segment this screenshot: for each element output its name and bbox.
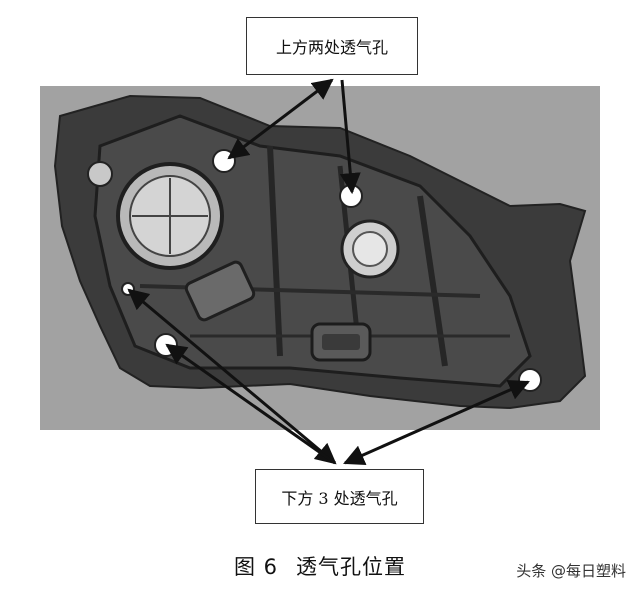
small-socket [87, 161, 113, 187]
figure-number: 图 6 [233, 555, 279, 579]
headlamp-housing-image [40, 86, 600, 430]
callout-bottom-vents: 下方 3 处透气孔 [255, 469, 424, 524]
callout-bottom-label: 下方 3 处透气孔 [281, 488, 398, 508]
callout-top-vents: 上方两处透气孔 [246, 17, 418, 75]
watermark: 头条 @每日塑料 [516, 562, 626, 580]
callout-top-label: 上方两处透气孔 [275, 38, 388, 57]
vent-hole-bottom-2 [154, 333, 178, 357]
housing-rib [417, 195, 448, 367]
vent-hole-top-2 [339, 184, 363, 208]
vent-hole-bottom-1 [121, 282, 135, 296]
figure-title: 透气孔位置 [296, 555, 407, 579]
vent-hole-bottom-3 [518, 368, 542, 392]
vent-hole-top-1 [212, 149, 236, 173]
figure-caption: 图 6 透气孔位置 [0, 551, 640, 581]
